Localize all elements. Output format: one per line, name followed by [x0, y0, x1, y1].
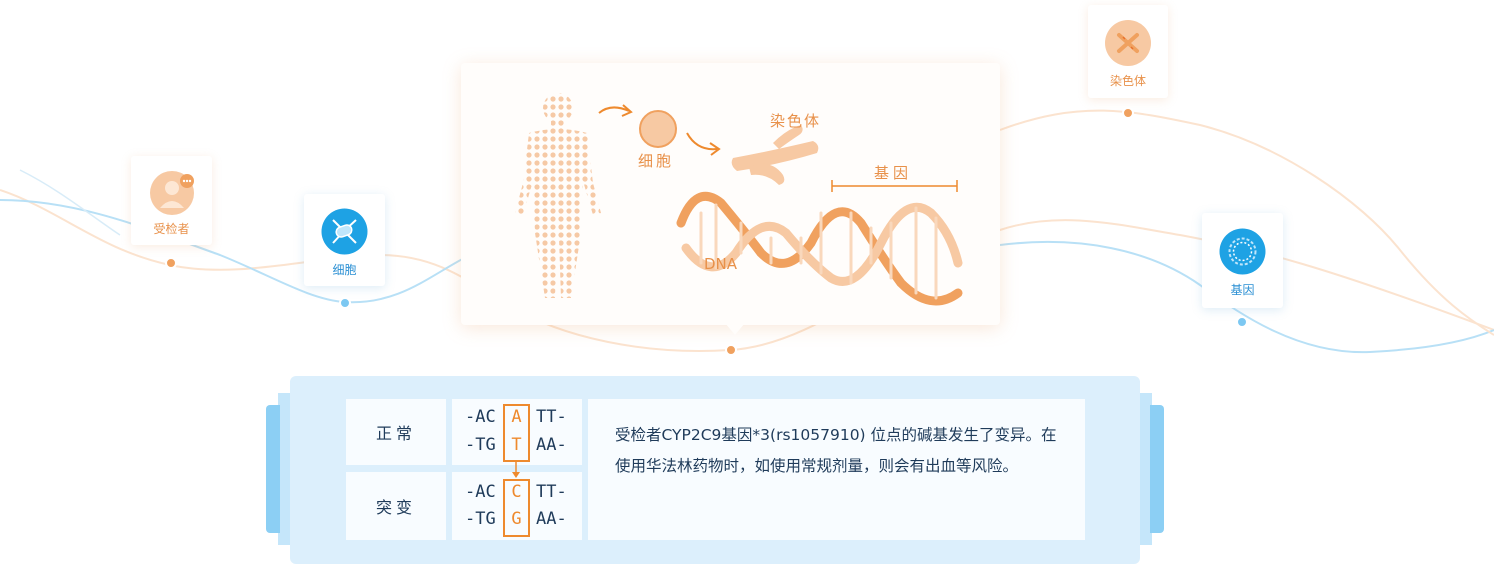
human-figure	[515, 93, 601, 298]
subject-icon	[150, 171, 194, 215]
cell-icon	[321, 208, 368, 255]
illustration-pointer	[725, 323, 745, 335]
subject-dot	[165, 257, 177, 269]
illustration-chromosome-label: 染色体	[770, 112, 822, 130]
mutant-top-left: -AC	[465, 482, 496, 502]
normal-base-bottom: T	[511, 435, 522, 455]
chromosome-label: 染色体	[1109, 74, 1146, 88]
normal-bottom-left: -TG	[465, 435, 496, 455]
mutant-base-box	[503, 479, 530, 537]
panel-tab-right-outer	[1140, 393, 1152, 545]
panel-tab-right	[1150, 405, 1164, 533]
chromosome-shape	[731, 125, 819, 185]
mutation-description: 受检者CYP2C9基因*3(rs1057910) 位点的碱基发生了变异。在使用华…	[615, 426, 1057, 475]
panel-tab-left	[266, 405, 280, 533]
node-subject: 受检者	[131, 156, 212, 245]
description-cell	[588, 399, 1085, 540]
illustration-cell-label: 细胞	[638, 152, 675, 170]
dna-helix	[676, 191, 963, 306]
mutant-bottom-right: AA-	[536, 509, 567, 529]
normal-label: 正常	[346, 399, 446, 465]
illustration	[515, 93, 963, 306]
cell-label: 细胞	[332, 263, 357, 277]
mutant-top-right: TT-	[536, 482, 567, 502]
normal-base-top: A	[511, 407, 522, 427]
illustration-dot	[725, 344, 737, 356]
mutant-base-top: C	[511, 482, 522, 502]
gene-label: 基因	[1230, 283, 1255, 297]
node-cell: 细胞	[304, 194, 385, 286]
node-chromosome: 染色体	[1088, 5, 1168, 98]
illustration-gene-label: 基因	[874, 164, 913, 182]
gene-icon	[1219, 228, 1266, 275]
mutation-arrow-icon	[512, 461, 520, 478]
node-gene: 基因	[1202, 213, 1283, 308]
illustration-dna-label: DNA	[704, 255, 738, 273]
chromosome-dot	[1122, 107, 1134, 119]
normal-top-right: TT-	[536, 407, 567, 427]
gene-dot	[1236, 316, 1248, 328]
normal-top-left: -AC	[465, 407, 496, 427]
chromosome-icon	[1105, 20, 1151, 66]
panel-tab-left-outer	[278, 393, 290, 545]
mutant-base-bottom: G	[511, 509, 522, 529]
mutant-bottom-left: -TG	[465, 509, 496, 529]
normal-sequence-cell	[452, 399, 582, 465]
subject-label: 受检者	[153, 222, 190, 236]
mutant-sequence-cell	[452, 472, 582, 540]
normal-bottom-right: AA-	[536, 435, 567, 455]
cell-dot	[339, 297, 351, 309]
mutant-label: 突变	[346, 472, 446, 540]
